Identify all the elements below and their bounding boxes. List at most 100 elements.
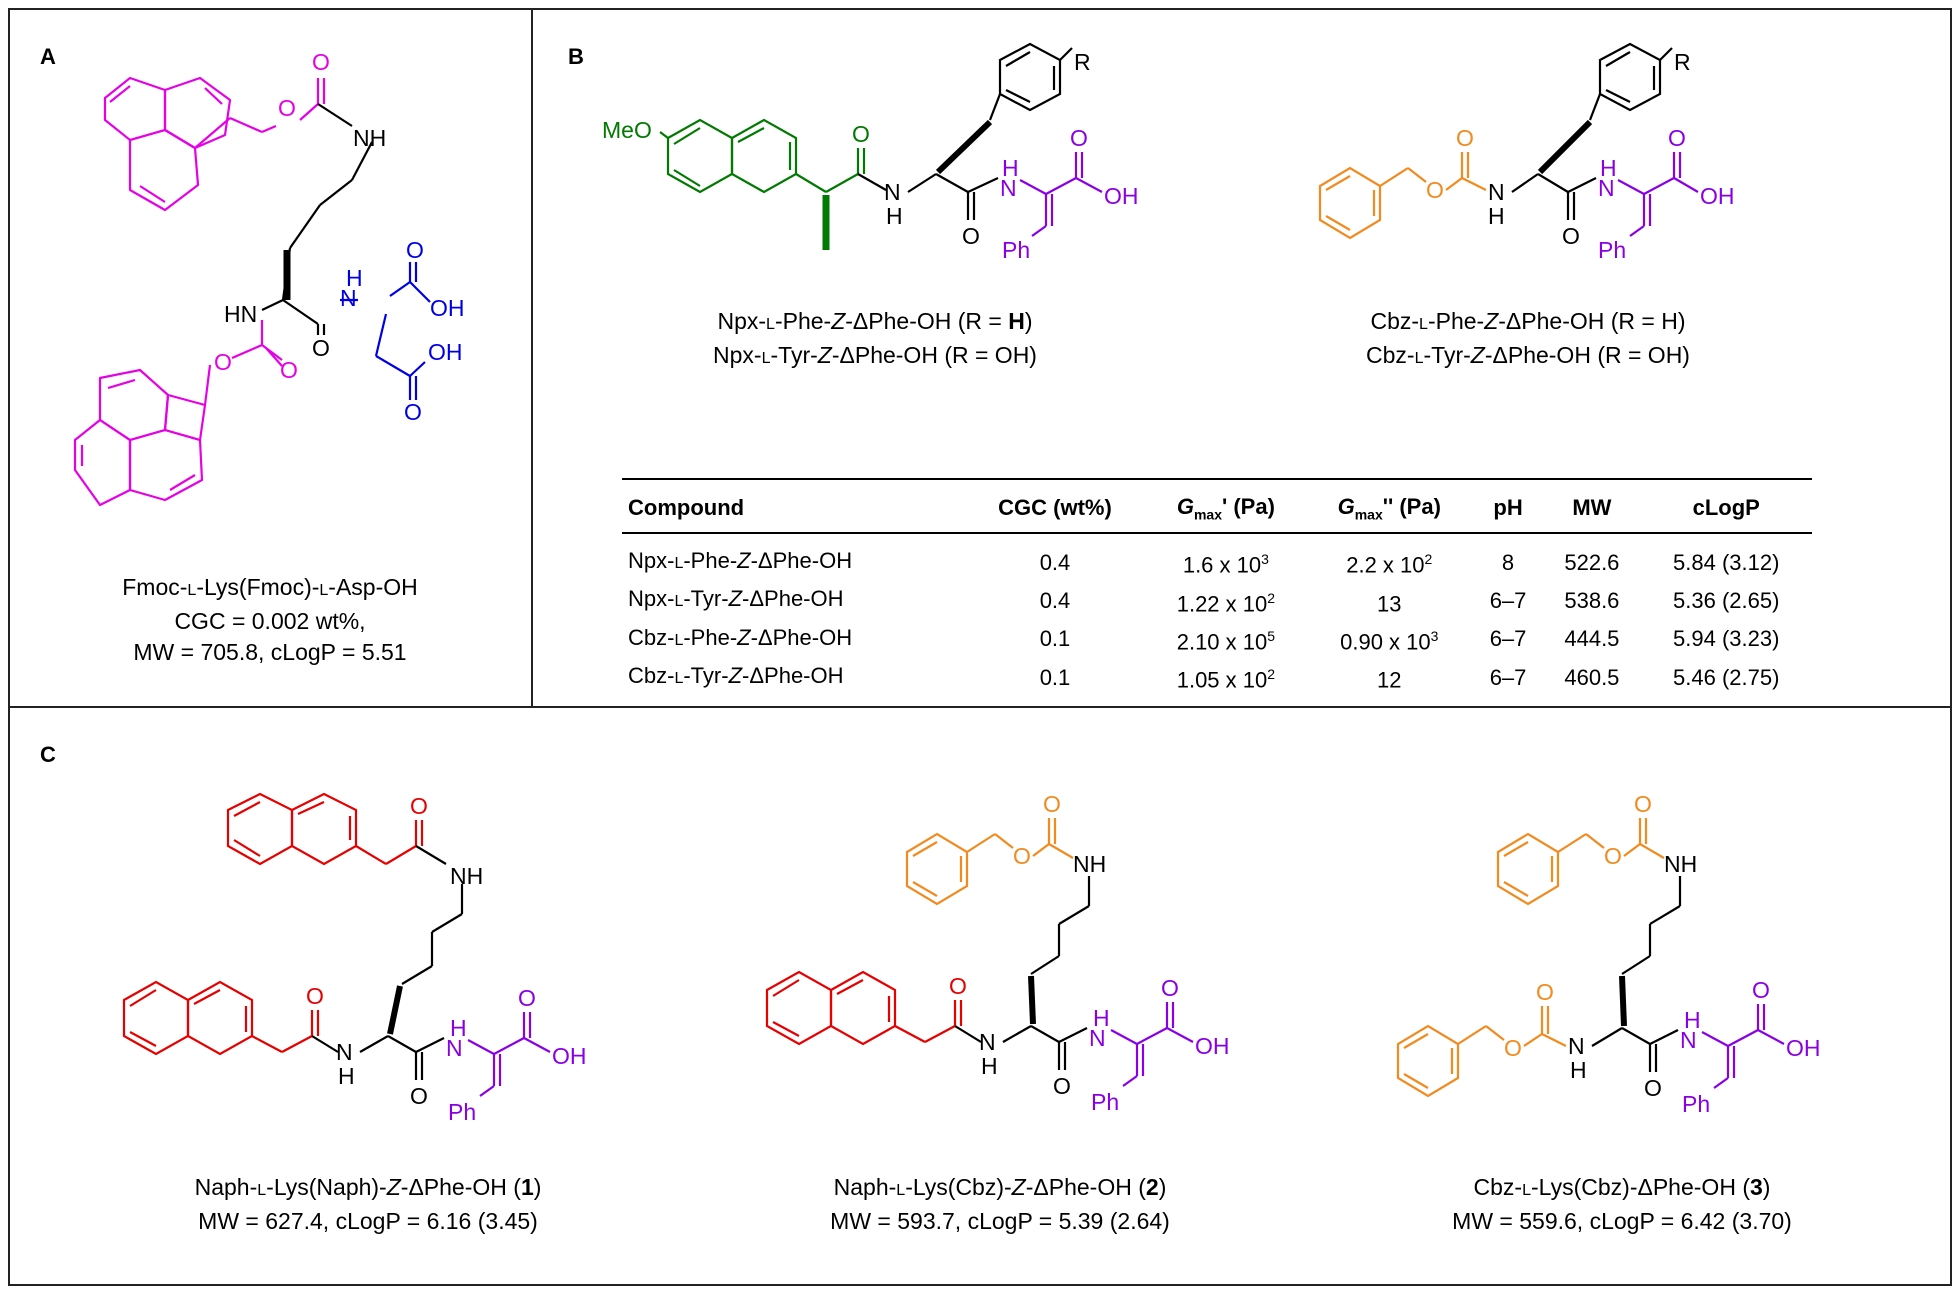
atom-n: N [884,179,901,205]
cell-cgc: 0.4 [1039,549,1071,575]
atom-o: O [1043,791,1061,817]
atom-h: H [981,1053,998,1079]
atom-n: N [446,1035,463,1061]
properties-table: Compound CGC (wt%) Gmax' (Pa) Gmax'' (Pa… [622,477,1812,697]
atom-ph: Ph [1598,237,1626,263]
header-compound: Compound [622,477,964,535]
cell-mw: 444.5 [1564,626,1620,652]
atom-o: O [410,793,428,819]
table-row: Cbz-L-Tyr-Z-ΔPhe-OH 0.1 1.05 x 102 12 6–… [622,658,1812,696]
atom-o: O [518,985,536,1011]
atom-o: O [1634,791,1652,817]
atom-o: O [1456,125,1474,151]
compound-3-structure: O O NH O O N H O H N O OH Ph [1396,791,1821,1117]
atom-o: O [404,399,422,425]
header-g-loss: Gmax'' (Pa) [1305,477,1473,535]
atom-n: N [979,1029,996,1055]
cell-g-storage: 1.22 x 102 [1176,589,1276,617]
compound-1-name: Naph-L-Lys(Naph)-Z-ΔPhe-OH (1) [194,1174,542,1200]
atom-h: H [1093,1005,1110,1031]
atom-oh: OH [552,1043,587,1069]
atom-o: O [1604,843,1622,869]
atom-n: N [1089,1025,1106,1051]
atom-n: N [1680,1027,1697,1053]
atom-o: O [280,357,298,383]
atom-o: O [1504,1035,1522,1061]
compound-1-structure: O NH O N H O H N O OH Ph [122,792,587,1125]
cell-ph: 6–7 [1489,626,1527,652]
cell-mw: 538.6 [1564,587,1620,613]
table-row: Npx-L-Phe-Z-ΔPhe-OH 0.4 1.6 x 103 2.2 x … [622,533,1812,581]
cell-mw: 522.6 [1564,549,1620,575]
atom-o: O [1562,223,1580,249]
compound-3-caption: Cbz-L-Lys(Cbz)-ΔPhe-OH (3) MW = 559.6, c… [1412,1172,1832,1237]
atom-hn: HN [224,301,257,327]
cell-g-loss: 12 [1377,667,1402,693]
compound-2-name: Naph-L-Lys(Cbz)-Z-ΔPhe-OH (2) [833,1174,1167,1200]
atom-oh: OH [1786,1035,1821,1061]
cbz-phe-dphe-structure: O O N H O R H N O OH Ph [1318,42,1735,263]
cbz-tyr-name: Cbz-L-Tyr-Z-ΔPhe-OH (R = OH) [1366,342,1690,368]
npx-phe-dphe-structure: MeO O N H O R H N O OH Ph [602,42,1139,263]
compound-1-caption: Naph-L-Lys(Naph)-Z-ΔPhe-OH (1) MW = 627.… [158,1172,578,1237]
atom-o: O [962,223,980,249]
atom-o: O [1426,177,1444,203]
panel-c-label: C [40,742,56,767]
atom-o: O [1070,125,1088,151]
atom-o: O [1668,125,1686,151]
compound-name: Fmoc-L-Lys(Fmoc)-L-Asp-OH [122,574,418,600]
compound-2-caption: Naph-L-Lys(Cbz)-Z-ΔPhe-OH (2) MW = 593.7… [790,1172,1210,1237]
atom-n: N [340,285,357,311]
panel-a-caption: Fmoc-L-Lys(Fmoc)-L-Asp-OH CGC = 0.002 wt… [70,572,470,668]
atom-o: O [312,335,330,361]
table-row: Cbz-L-Phe-Z-ΔPhe-OH 0.1 2.10 x 105 0.90 … [622,620,1812,658]
atom-h: H [1570,1057,1587,1083]
atom-h: H [1684,1007,1701,1033]
atom-ph: Ph [1091,1089,1119,1115]
substituent-r: R [1674,49,1691,75]
cell-clogp: 5.36 (2.65) [1673,587,1780,613]
atom-h: H [338,1063,355,1089]
atom-o: O [1536,979,1554,1005]
panel-c [8,706,1952,1286]
cell-ph: 6–7 [1489,664,1527,690]
npx-tyr-name: Npx-L-Tyr-Z-ΔPhe-OH (R = OH) [713,342,1037,368]
table-header-row: Compound CGC (wt%) Gmax' (Pa) Gmax'' (Pa… [622,477,1812,535]
cell-g-loss: 2.2 x 102 [1346,551,1433,578]
panel-a-label: A [40,44,56,69]
cell-compound: Cbz-L-Tyr-Z-ΔPhe-OH [628,663,844,689]
cell-g-storage: 2.10 x 105 [1176,628,1276,655]
cell-g-storage: 1.05 x 102 [1176,666,1276,693]
compound-1-properties: MW = 627.4, cLogP = 6.16 (3.45) [198,1208,538,1234]
atom-o: O [214,349,232,375]
cell-clogp: 5.46 (2.75) [1673,664,1780,690]
atom-o: O [306,983,324,1009]
atom-h: H [346,265,363,291]
cell-cgc: 0.1 [1039,626,1071,652]
compound-2-structure: O O NH O N H O H N O OH Ph [765,791,1230,1115]
atom-h: H [1002,155,1019,181]
atom-n: N [336,1039,353,1065]
cell-compound: Cbz-L-Phe-Z-ΔPhe-OH [628,624,853,650]
atom-n: N [1568,1033,1585,1059]
cell-ph: 8 [1501,549,1515,575]
atom-h: H [886,203,903,229]
atom-oh: OH [1195,1033,1230,1059]
atom-o: O [852,121,870,147]
atom-oh: OH [1700,183,1735,209]
atom-o: O [1053,1073,1071,1099]
npx-phe-name: Npx-L-Phe-Z-ΔPhe-OH (R = H) [717,308,1033,334]
compound-3-name: Cbz-L-Lys(Cbz)-ΔPhe-OH (3) [1473,1174,1771,1200]
cell-clogp: 5.84 (3.12) [1673,549,1780,575]
header-clogp: cLogP [1640,477,1812,535]
atom-o: O [1644,1075,1662,1101]
atom-n: N [1000,175,1017,201]
compound-mw-clogp: MW = 705.8, cLogP = 5.51 [133,639,407,665]
cell-compound: Npx-L-Phe-Z-ΔPhe-OH [628,548,853,574]
header-mw: MW [1543,477,1641,535]
compound-cgc: CGC = 0.002 wt%, [174,608,366,634]
atom-o: O [406,237,424,263]
atom-h: H [1600,155,1617,181]
atom-o: O [410,1083,428,1109]
panel-b-label: B [568,44,584,69]
